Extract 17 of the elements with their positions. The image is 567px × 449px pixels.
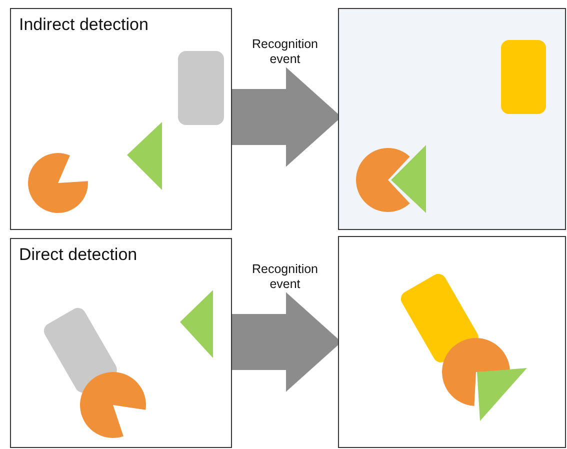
triangle-shape [127, 122, 162, 190]
rounded-rectangle [178, 51, 224, 125]
panel-title: Direct detection [19, 245, 138, 265]
edge-label: Recognition event [250, 37, 319, 67]
triangle-shape [391, 145, 426, 213]
panel [338, 236, 566, 448]
triangle-shape [180, 290, 213, 358]
panel [338, 8, 566, 230]
rounded-rectangle [500, 40, 546, 114]
panel-title: Indirect detection [19, 15, 148, 35]
triangle-shape [477, 368, 527, 421]
pacman-shape [442, 338, 510, 406]
edge-label: Recognition event [250, 262, 319, 292]
panel [10, 8, 232, 230]
panel [10, 238, 232, 448]
pacman-shape [80, 372, 146, 438]
pacman-shape [28, 153, 88, 213]
